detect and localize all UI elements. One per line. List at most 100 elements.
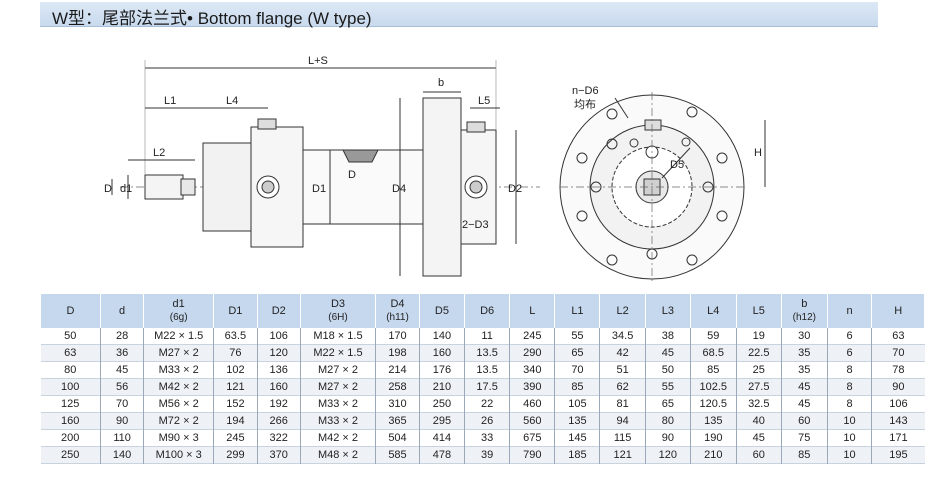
dim-d5: D5 (670, 159, 684, 171)
table-cell: 160 (418, 344, 465, 362)
table-cell: 250 (418, 395, 465, 413)
table-cell: 34.5 (599, 328, 646, 345)
table-cell: 152 (213, 395, 258, 413)
table-cell: 45 (735, 429, 782, 447)
table-cell: 290 (509, 344, 555, 362)
table-cell: 70 (871, 344, 925, 362)
table-cell: 45 (644, 344, 691, 362)
table-cell: 195 (871, 446, 925, 464)
dim-d: D (104, 183, 112, 195)
table-cell: M27 × 2 (143, 344, 214, 362)
table-cell: 10 (826, 412, 872, 430)
table-cell: 210 (689, 446, 737, 464)
table-cell: 10 (826, 429, 872, 447)
table-cell: 310 (375, 395, 420, 413)
table-cell: 160 (40, 412, 101, 430)
table-cell: 585 (375, 446, 420, 464)
table-cell: 55 (554, 328, 600, 345)
dim-d1-cap: D1 (312, 183, 326, 195)
table-cell: 170 (375, 328, 420, 345)
table-cell: 478 (418, 446, 465, 464)
table-cell: 13.5 (463, 361, 510, 379)
table-cell: 45 (780, 395, 828, 413)
dim-h: H (754, 147, 762, 159)
table-cell: 39 (463, 446, 510, 464)
table-cell: 45 (99, 361, 144, 379)
table-cell: M18 × 1.5 (299, 328, 376, 345)
header-cell: L1 (554, 294, 601, 328)
table-cell: 675 (509, 429, 555, 447)
table-cell: M42 × 2 (143, 378, 214, 396)
table-cell: M22 × 1.5 (299, 344, 376, 362)
table-cell: 560 (509, 412, 555, 430)
table-cell: 36 (99, 344, 144, 362)
dim-junbu: 均布 (574, 98, 596, 111)
table-cell: M22 × 1.5 (143, 328, 214, 345)
table-cell: M27 × 2 (299, 361, 376, 379)
table-cell: 414 (418, 429, 465, 447)
table-cell: 85 (689, 361, 737, 379)
table-cell: 90 (644, 429, 691, 447)
table-cell: 94 (599, 412, 646, 430)
header-cell: d1(6g) (143, 294, 215, 328)
table-cell: 120.5 (689, 395, 737, 413)
table-cell: 55 (644, 378, 691, 396)
table-cell: 63 (871, 328, 925, 345)
table-cell: M33 × 2 (299, 395, 376, 413)
technical-drawing: L+S L1 L4 L2 b L5 D d1 D1 D D4 D2 2−D3 n… (104, 55, 766, 282)
table-cell: 33 (463, 429, 510, 447)
header-cell: D3(6H) (299, 294, 377, 328)
dim-d4: D4 (392, 183, 406, 195)
table-cell: 370 (256, 446, 301, 464)
header-cell: L (509, 294, 556, 328)
table-cell: 295 (418, 412, 465, 430)
page-title: W型：尾部法兰式• Bottom flange (W type) (52, 9, 372, 28)
table-cell: 65 (644, 395, 691, 413)
table-cell: 22 (463, 395, 510, 413)
title-bar: W型：尾部法兰式• Bottom flange (W type) (40, 2, 878, 28)
header-cell: D1 (213, 294, 258, 328)
table-cell: 120 (256, 344, 301, 362)
table-cell: 210 (418, 378, 465, 396)
table-cell: 17.5 (463, 378, 510, 396)
table-cell: 214 (375, 361, 420, 379)
table-cell: 60 (780, 412, 828, 430)
table-cell: 11 (463, 328, 510, 345)
table-cell: 106 (871, 395, 925, 413)
table-cell: 135 (554, 412, 600, 430)
table-cell: 100 (40, 378, 101, 396)
header-cell: b(h12) (780, 294, 828, 328)
table-cell: 63.5 (213, 328, 258, 345)
table-cell: 194 (213, 412, 258, 430)
dim-l4: L4 (226, 95, 238, 107)
dim-d2: D2 (508, 183, 522, 195)
table-cell: 190 (689, 429, 737, 447)
table-cell: 13.5 (463, 344, 510, 362)
table-cell: 121 (599, 446, 646, 464)
table-cell: 35 (780, 361, 828, 379)
table-cell: M56 × 2 (143, 395, 214, 413)
dim-l5: L5 (478, 95, 490, 107)
header-cell: n (826, 294, 873, 328)
table-cell: 299 (213, 446, 258, 464)
table-cell: 185 (554, 446, 600, 464)
table-cell: 32.5 (735, 395, 782, 413)
dim-l1: L1 (164, 95, 176, 107)
table-cell: 56 (99, 378, 144, 396)
table-cell: M42 × 2 (299, 429, 376, 447)
table-cell: 22.5 (735, 344, 782, 362)
table-cell: 504 (375, 429, 420, 447)
dim-ls: L+S (308, 55, 328, 67)
dim-l2: L2 (153, 147, 165, 159)
dim-nd6: n−D6 (572, 85, 599, 97)
table-cell: 365 (375, 412, 420, 430)
table-cell: 25 (735, 361, 782, 379)
table-cell: 60 (735, 446, 782, 464)
table-cell: 200 (40, 429, 101, 447)
